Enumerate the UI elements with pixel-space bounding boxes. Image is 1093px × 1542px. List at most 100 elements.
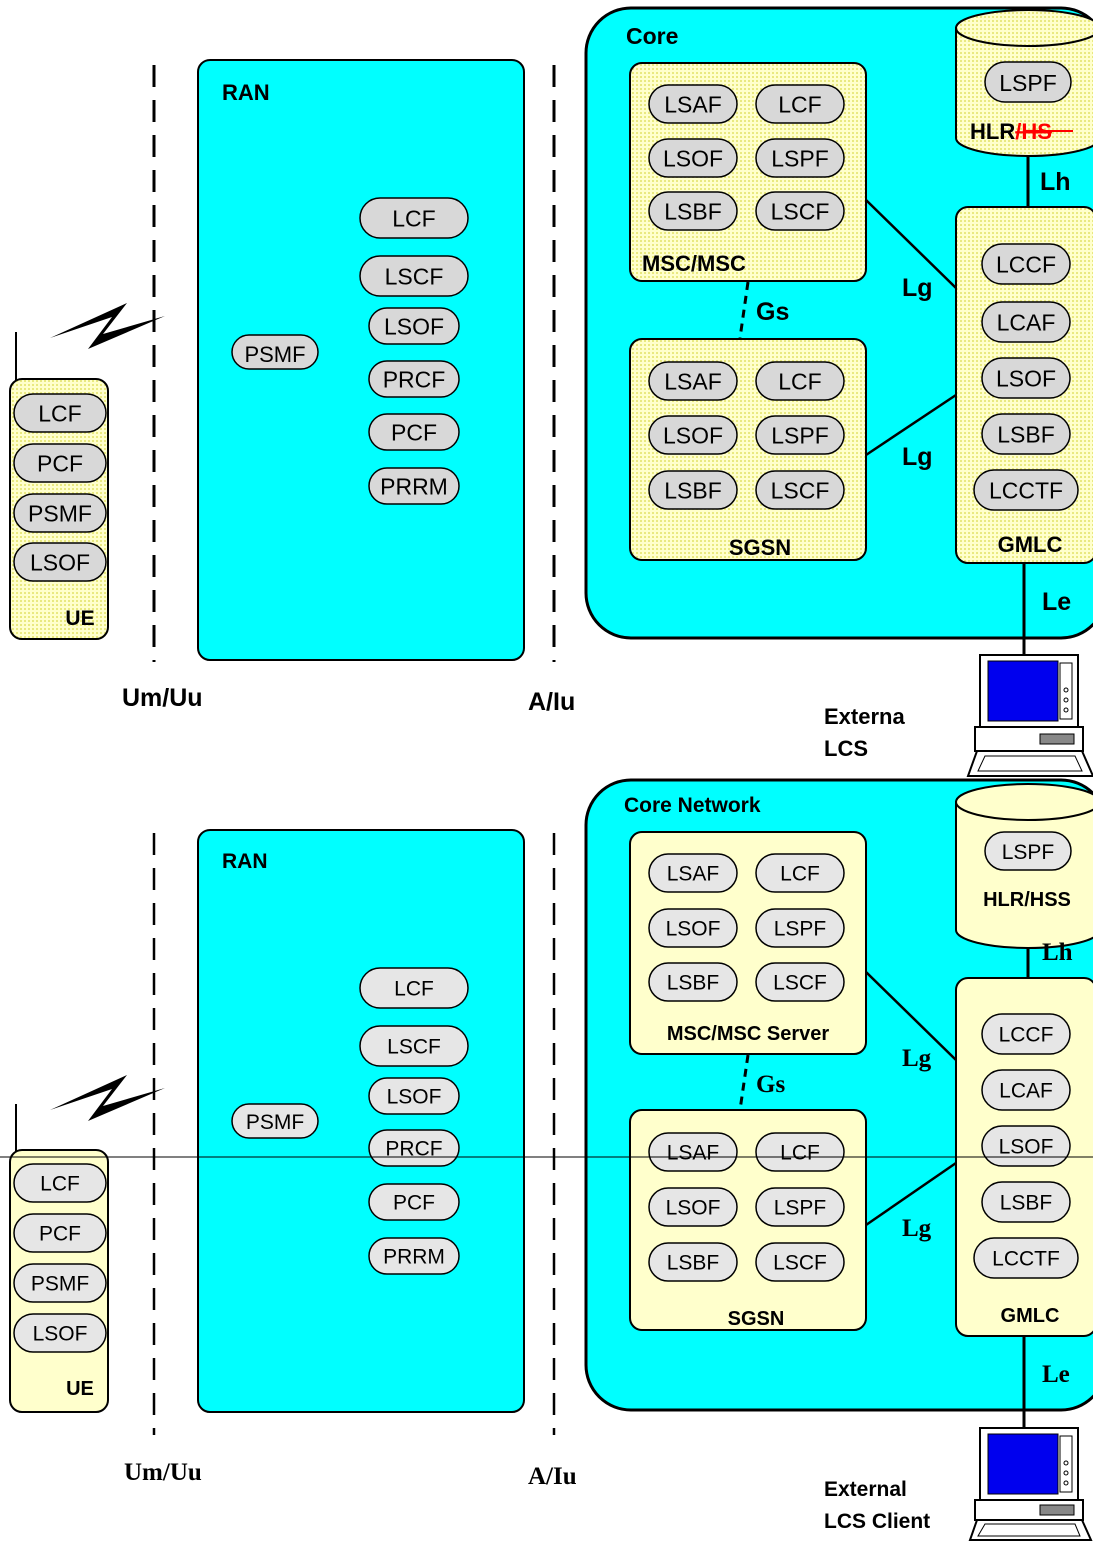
a-iu-label: A/Iu xyxy=(528,688,575,716)
psmf-pill: PSMF xyxy=(231,1103,319,1139)
svg-text:LSAF: LSAF xyxy=(667,1142,720,1165)
svg-text:LCF: LCF xyxy=(780,863,820,886)
svg-text:LSPF: LSPF xyxy=(1002,841,1055,864)
function-pill-lspf: LSPF xyxy=(755,415,845,455)
svg-text:LCF: LCF xyxy=(40,1173,80,1196)
svg-text:LSCF: LSCF xyxy=(387,1036,441,1059)
svg-text:LSCF: LSCF xyxy=(773,1252,827,1275)
sgsn-label: SGSN xyxy=(728,1308,785,1330)
svg-text:PRRM: PRRM xyxy=(383,1246,445,1269)
external-lcs-client-computer-icon xyxy=(966,654,1093,777)
svg-text:LCCF: LCCF xyxy=(999,1024,1054,1047)
function-pill-lsof: LSOF xyxy=(648,415,738,455)
ran-label: RAN xyxy=(222,850,268,873)
svg-text:LSPF: LSPF xyxy=(771,422,829,448)
core-label: Core Network xyxy=(624,794,761,817)
um-uu-label: Um/Uu xyxy=(122,684,203,712)
ue-label: UE xyxy=(65,607,94,630)
svg-text:LSBF: LSBF xyxy=(997,421,1055,447)
svg-text:LSCF: LSCF xyxy=(385,263,444,289)
svg-text:LCAF: LCAF xyxy=(999,1080,1053,1103)
function-pill-lcaf: LCAF xyxy=(981,1069,1071,1111)
svg-text:LCF: LCF xyxy=(778,368,821,394)
hlr-lspf-pill: LSPF xyxy=(984,61,1072,103)
function-pill-lcf: LCF xyxy=(755,84,845,124)
svg-text:LSPF: LSPF xyxy=(774,1197,827,1220)
function-pill-lsaf: LSAF xyxy=(648,84,738,124)
function-pill-lspf: LSPF xyxy=(755,1187,845,1227)
svg-text:LSBF: LSBF xyxy=(664,198,722,224)
function-pill-lcf: LCF xyxy=(755,361,845,401)
svg-text:LSCF: LSCF xyxy=(773,972,827,995)
psmf-pill: PSMF xyxy=(231,334,319,370)
function-pill-prrm: PRRM xyxy=(368,467,460,505)
svg-text:LCCTF: LCCTF xyxy=(989,477,1063,503)
gs-label: Gs xyxy=(756,298,789,326)
svg-text:LSAF: LSAF xyxy=(664,368,722,394)
radio-link-icon xyxy=(50,1075,165,1121)
gs-interface-line xyxy=(738,1054,750,1111)
function-pill-lsof: LSOF xyxy=(368,1077,460,1115)
svg-text:PSMF: PSMF xyxy=(244,342,305,367)
function-pill-lcaf: LCAF xyxy=(981,301,1071,343)
function-pill-pcf: PCF xyxy=(368,1183,460,1221)
gmlc-label: GMLC xyxy=(998,532,1063,557)
function-pill-lcctf: LCCTF xyxy=(973,469,1079,511)
function-pill-lsaf: LSAF xyxy=(648,1132,738,1172)
svg-text:LCF: LCF xyxy=(392,205,435,231)
svg-text:LSAF: LSAF xyxy=(664,91,722,117)
function-pill-lsof: LSOF xyxy=(648,1187,738,1227)
function-pill-lsbf: LSBF xyxy=(981,1181,1071,1223)
ue-label: UE xyxy=(66,1378,94,1400)
function-pill-lcf: LCF xyxy=(13,393,107,433)
external-client-label-line2: LCS Client xyxy=(824,1510,930,1533)
sgsn-label: SGSN xyxy=(729,535,791,560)
function-pill-lsbf: LSBF xyxy=(648,191,738,231)
function-pill-lsof: LSOF xyxy=(648,908,738,948)
svg-text:LSOF: LSOF xyxy=(663,422,723,448)
gs-interface-line xyxy=(738,281,750,339)
svg-text:LSAF: LSAF xyxy=(667,863,720,886)
svg-text:LCF: LCF xyxy=(38,400,81,426)
lg-interface-line-msc xyxy=(865,199,957,289)
svg-text:PCF: PCF xyxy=(391,419,437,445)
svg-text:PSMF: PSMF xyxy=(31,1273,89,1296)
ran-function-list: LCF LSCF LSOF PRCF PCF PRRM xyxy=(359,197,469,505)
lg-interface-line-msc xyxy=(865,971,957,1061)
le-label: Le xyxy=(1042,588,1071,616)
svg-text:LSOF: LSOF xyxy=(996,365,1056,391)
svg-text:LSOF: LSOF xyxy=(30,549,90,575)
function-pill-lsbf: LSBF xyxy=(648,1242,738,1282)
svg-text:LSOF: LSOF xyxy=(999,1136,1054,1159)
le-label: Le xyxy=(1042,1361,1070,1388)
function-pill-lccf: LCCF xyxy=(981,243,1071,285)
gmlc-label: GMLC xyxy=(1001,1305,1060,1327)
function-pill-prcf: PRCF xyxy=(368,360,460,398)
function-pill-lcf: LCF xyxy=(755,853,845,893)
svg-text:LSOF: LSOF xyxy=(666,918,721,941)
svg-text:LSOF: LSOF xyxy=(384,313,444,339)
function-pill-psmf: PSMF xyxy=(13,493,107,533)
function-pill-lcctf: LCCTF xyxy=(973,1237,1079,1279)
um-uu-label: Um/Uu xyxy=(124,1459,202,1486)
svg-text:LCF: LCF xyxy=(394,978,434,1001)
function-pill-lsaf: LSAF xyxy=(648,361,738,401)
function-pill-lcf: LCF xyxy=(13,1163,107,1203)
function-pill-lsof: LSOF xyxy=(981,1125,1071,1167)
function-pill-lccf: LCCF xyxy=(981,1013,1071,1055)
function-pill-lspf: LSPF xyxy=(755,138,845,178)
function-pill-pcf: PCF xyxy=(368,413,460,451)
svg-text:PRCF: PRCF xyxy=(383,366,446,392)
svg-text:LSBF: LSBF xyxy=(667,972,720,995)
svg-text:LSBF: LSBF xyxy=(667,1252,720,1275)
function-pill-lscf: LSCF xyxy=(755,1242,845,1282)
lh-label: Lh xyxy=(1042,939,1073,966)
function-pill-lsbf: LSBF xyxy=(648,470,738,510)
svg-text:LCCF: LCCF xyxy=(996,251,1056,277)
function-pill-lsbf: LSBF xyxy=(981,413,1071,455)
